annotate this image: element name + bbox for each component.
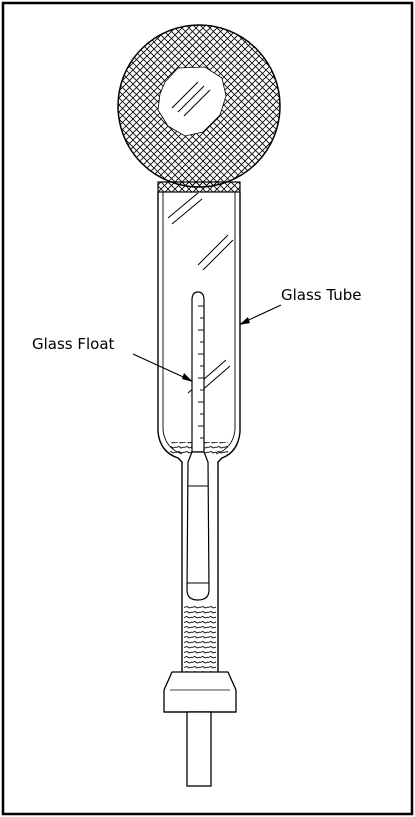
rubber-stopper [163,671,237,713]
bulb-collar [157,181,241,193]
glass-tube-label: Glass Tube [281,286,362,304]
glass-float [186,291,210,601]
bulb-highlight [157,66,227,137]
rubber-bulb [117,24,281,188]
suction-tip [186,711,212,787]
glass-float-arrow [132,353,193,382]
glass-tube-arrow [239,304,282,325]
glass-float-label: Glass Float [32,335,115,353]
liquid-column [184,604,216,672]
float-scale [198,305,204,439]
